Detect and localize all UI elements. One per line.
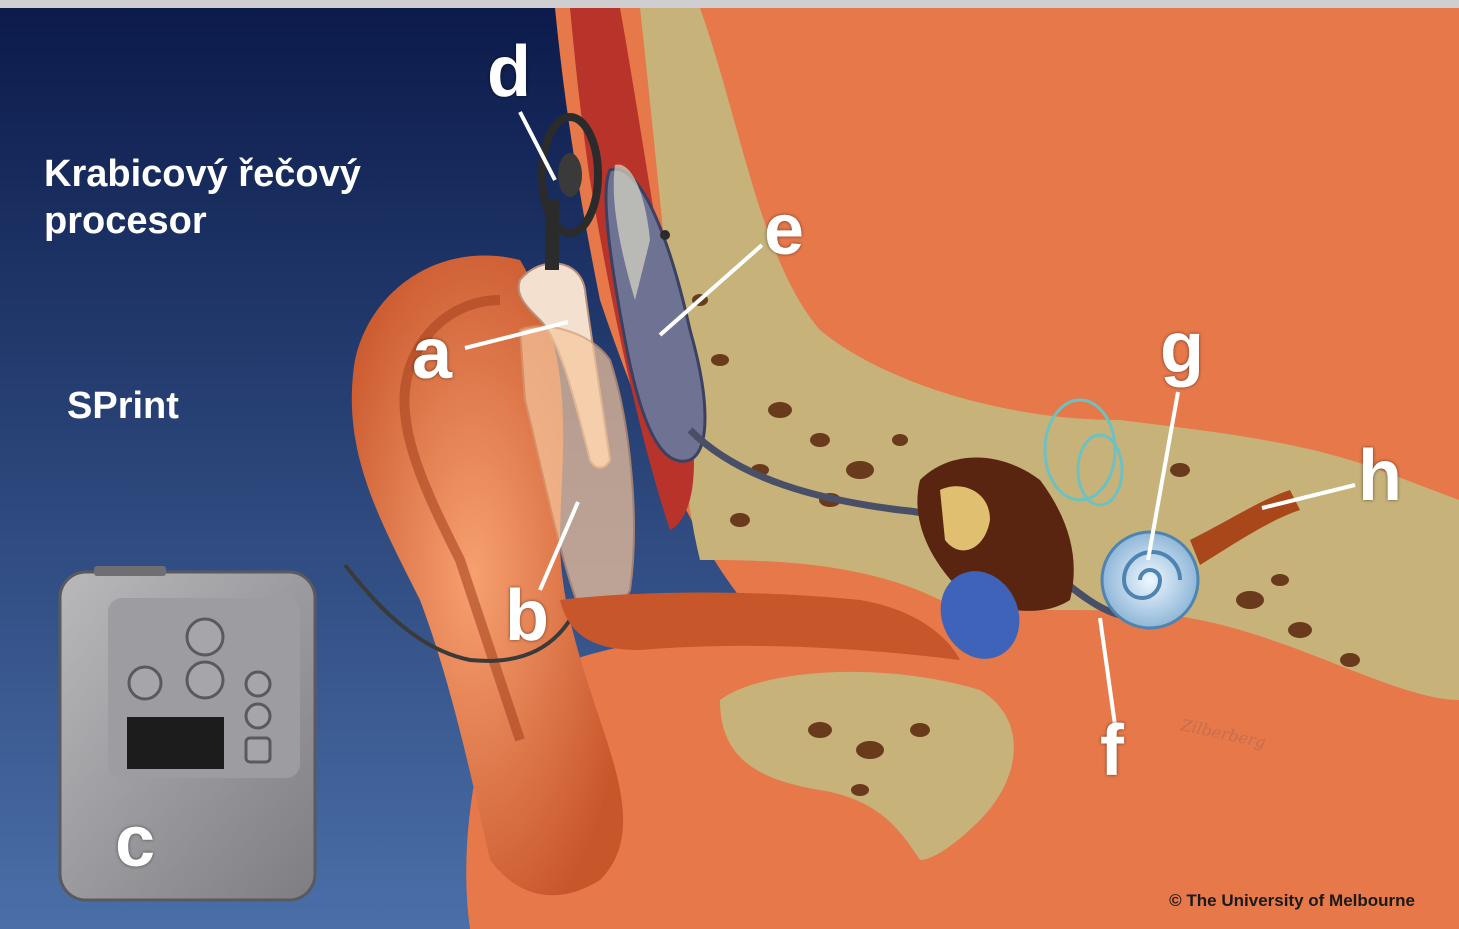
speech-processor-box xyxy=(60,566,315,900)
label-b: b xyxy=(505,580,549,652)
heading-line2: procesor xyxy=(44,198,361,245)
copyright-notice: © The University of Melbourne xyxy=(1169,891,1415,911)
label-e: e xyxy=(764,194,804,266)
label-d: d xyxy=(487,36,531,108)
label-a: a xyxy=(412,318,452,390)
heading-line1: Krabicový řečový xyxy=(44,151,361,198)
device-name: SPrint xyxy=(67,383,179,430)
label-h: h xyxy=(1358,440,1402,512)
label-f: f xyxy=(1100,715,1124,787)
label-c: c xyxy=(115,806,155,878)
label-g: g xyxy=(1160,312,1204,384)
heading: Krabicový řečový procesor xyxy=(44,151,361,245)
